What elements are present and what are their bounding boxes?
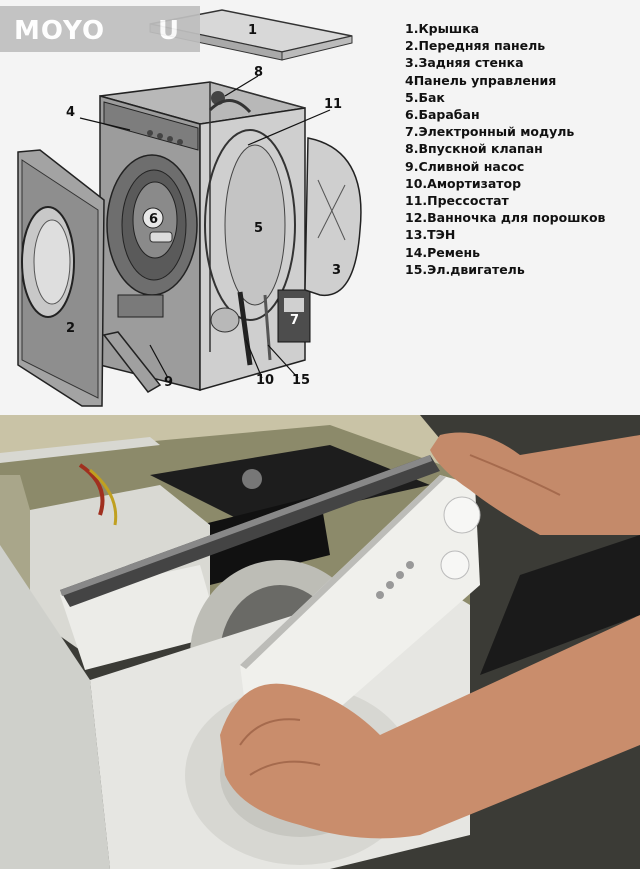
legend-item: 5.Бак xyxy=(405,89,445,105)
legend-item: 4Панель управления xyxy=(405,72,557,88)
parts-legend: 1.Крышка 2.Передняя панель 3.Задняя стен… xyxy=(405,20,605,278)
legend-item: 12.Ванночка для порошков xyxy=(405,210,606,226)
legend-item: 2.Передняя панель xyxy=(405,38,546,54)
legend-item: 15.Эл.двигатель xyxy=(405,261,525,277)
machine-body xyxy=(99,81,311,391)
callout-8: 8 xyxy=(254,65,263,80)
diagram-drawing: 1 2 3 4 5 6 7 8 9 10 11 15 xyxy=(17,9,362,407)
callout-6: 6 xyxy=(149,212,158,227)
legend-item: 11.Прессостат xyxy=(405,193,509,209)
callout-1: 1 xyxy=(248,23,257,38)
disassembly-photo xyxy=(0,415,640,869)
legend-item: 9.Сливной насос xyxy=(405,158,525,174)
front-panel-part xyxy=(17,149,105,407)
legend-item: 14.Ремень xyxy=(405,244,481,260)
callout-10: 10 xyxy=(256,373,274,388)
legend-item: 10.Амортизатор xyxy=(405,175,522,191)
legend-item: 6.Барабан xyxy=(405,107,480,123)
legend-item: 8.Впускной клапан xyxy=(405,141,543,157)
callout-3: 3 xyxy=(332,263,341,278)
leader-lines xyxy=(79,75,331,379)
legend-item: 13.ТЭН xyxy=(405,227,456,243)
callout-11: 11 xyxy=(324,97,342,112)
callout-15: 15 xyxy=(292,373,310,388)
watermark-suffix: U xyxy=(158,16,180,46)
watermark-logo: MOYO U xyxy=(0,6,200,52)
exploded-diagram: 1 2 3 4 5 6 7 8 9 10 11 15 MOYO U 1.Крыш… xyxy=(0,0,640,415)
photo-drawing xyxy=(0,415,640,869)
plinth-part xyxy=(102,331,162,393)
callout-9: 9 xyxy=(164,375,173,390)
watermark-brand: MOYO xyxy=(14,16,106,46)
legend-item: 1.Крышка xyxy=(405,21,480,36)
callout-2: 2 xyxy=(66,321,75,336)
callout-7: 7 xyxy=(290,313,299,328)
callout-4: 4 xyxy=(66,105,75,120)
legend-item: 7.Электронный модуль xyxy=(405,124,575,140)
legend-item: 3.Задняя стенка xyxy=(405,55,524,71)
back-wall-part xyxy=(304,137,362,296)
callout-5: 5 xyxy=(254,221,263,236)
